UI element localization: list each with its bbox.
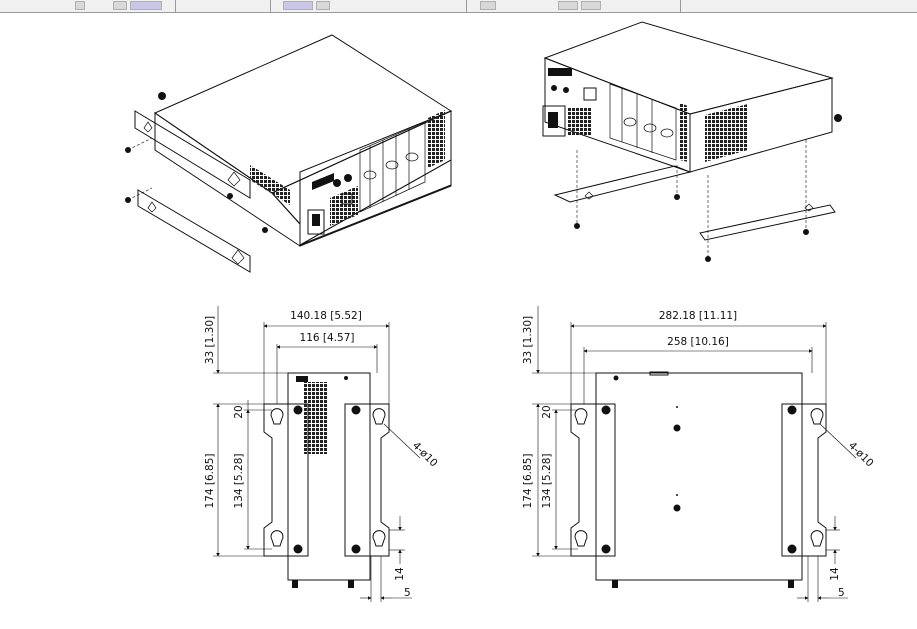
toolbar-button[interactable] <box>316 1 330 10</box>
dim-side-slot-width: 5 <box>838 587 845 599</box>
screw-icon <box>125 187 153 203</box>
dim-front-hole-offset: 20 <box>233 405 245 418</box>
toolbar-button[interactable] <box>75 1 85 10</box>
dim-front-slot-width: 5 <box>404 587 411 599</box>
toolbar-button[interactable] <box>283 1 313 10</box>
dim-front-top-offset: 33 [1.30] <box>204 316 216 364</box>
dim-front-hole-spec: 4-ø10 <box>410 440 440 470</box>
dim-side-top-offset: 33 [1.30] <box>522 316 534 364</box>
dim-front-slot-height: 14 <box>394 567 406 581</box>
screw-icon <box>674 194 680 200</box>
toolbar-button[interactable] <box>480 1 496 10</box>
dim-side-height-outer: 174 [6.85] <box>522 454 534 509</box>
dim-front-width-outer: 140.18 [5.52] <box>290 310 362 322</box>
dim-side-height-inner: 134 [5.28] <box>541 454 553 509</box>
dim-side-hole-offset: 20 <box>541 405 553 418</box>
toolbar-button[interactable] <box>558 1 578 10</box>
toolbar-divider <box>270 0 271 12</box>
dim-side-width-outer: 282.18 [11.11] <box>659 310 737 322</box>
dim-side-width-inner: 258 [10.16] <box>667 336 729 348</box>
dim-side-slot-height: 14 <box>829 567 841 581</box>
toolbar-button[interactable] <box>113 1 127 10</box>
screw-icon <box>125 137 153 153</box>
dim-front-width-inner: 116 [4.57] <box>300 332 355 344</box>
toolbar-divider <box>175 0 176 12</box>
isometric-right-view <box>542 21 842 262</box>
toolbar-button[interactable] <box>581 1 601 10</box>
toolbar-divider <box>680 0 681 12</box>
isometric-left-view <box>125 34 453 273</box>
dim-front-height-outer: 174 [6.85] <box>204 454 216 509</box>
side-view <box>532 306 857 602</box>
dim-side-hole-spec: 4-ø10 <box>846 440 876 470</box>
toolbar <box>0 0 917 13</box>
toolbar-button[interactable] <box>130 1 162 10</box>
dim-front-height-inner: 134 [5.28] <box>233 454 245 509</box>
front-view <box>213 306 421 602</box>
screw-icon <box>705 256 711 262</box>
screw-icon <box>574 223 580 229</box>
toolbar-divider <box>466 0 467 12</box>
screw-icon <box>803 229 809 235</box>
